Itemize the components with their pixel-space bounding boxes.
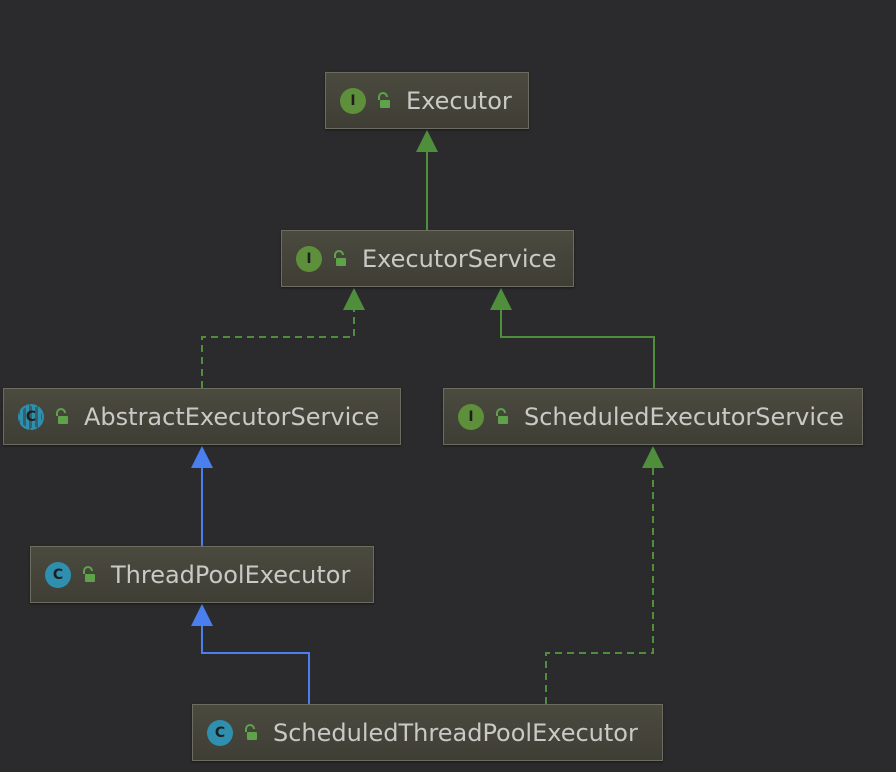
edge-scheduledexecutorservice-to-executorservice <box>490 288 655 388</box>
open-lock-icon <box>494 407 510 426</box>
class-icon: C <box>45 561 71 588</box>
node-label: ExecutorService <box>362 244 557 273</box>
open-lock-icon <box>54 407 70 426</box>
node-label: AbstractExecutorService <box>84 402 380 431</box>
node-scheduled-executor-service[interactable]: I ScheduledExecutorService <box>443 388 863 445</box>
class-icon: C <box>207 719 233 746</box>
node-label: ThreadPoolExecutor <box>111 560 351 589</box>
node-abstract-executor-service[interactable]: C AbstractExecutorService <box>3 388 401 445</box>
node-scheduled-thread-pool-executor[interactable]: C ScheduledThreadPoolExecutor <box>192 704 663 761</box>
edge-scheduledthreadpoolexecutor-to-scheduledexecutorservice <box>545 446 664 704</box>
open-lock-icon <box>243 723 259 742</box>
edge-abstractexecutorservice-to-executorservice <box>201 288 365 388</box>
open-lock-icon <box>376 91 392 110</box>
open-lock-icon <box>332 249 348 268</box>
node-label: ScheduledThreadPoolExecutor <box>273 718 638 747</box>
node-thread-pool-executor[interactable]: C ThreadPoolExecutor <box>30 546 374 603</box>
interface-icon: I <box>340 87 366 114</box>
edge-scheduledthreadpoolexecutor-to-threadpoolexecutor <box>191 604 310 704</box>
node-executor[interactable]: I Executor <box>325 72 529 129</box>
node-label: ScheduledExecutorService <box>524 402 844 431</box>
edge-threadpoolexecutor-to-abstractexecutorservice <box>191 446 213 546</box>
node-label: Executor <box>406 86 512 115</box>
open-lock-icon <box>81 565 97 584</box>
node-executor-service[interactable]: I ExecutorService <box>281 230 574 287</box>
edge-executorservice-to-executor <box>416 130 438 230</box>
interface-icon: I <box>458 403 484 430</box>
interface-icon: I <box>296 245 322 272</box>
abstract-class-icon: C <box>18 403 44 430</box>
